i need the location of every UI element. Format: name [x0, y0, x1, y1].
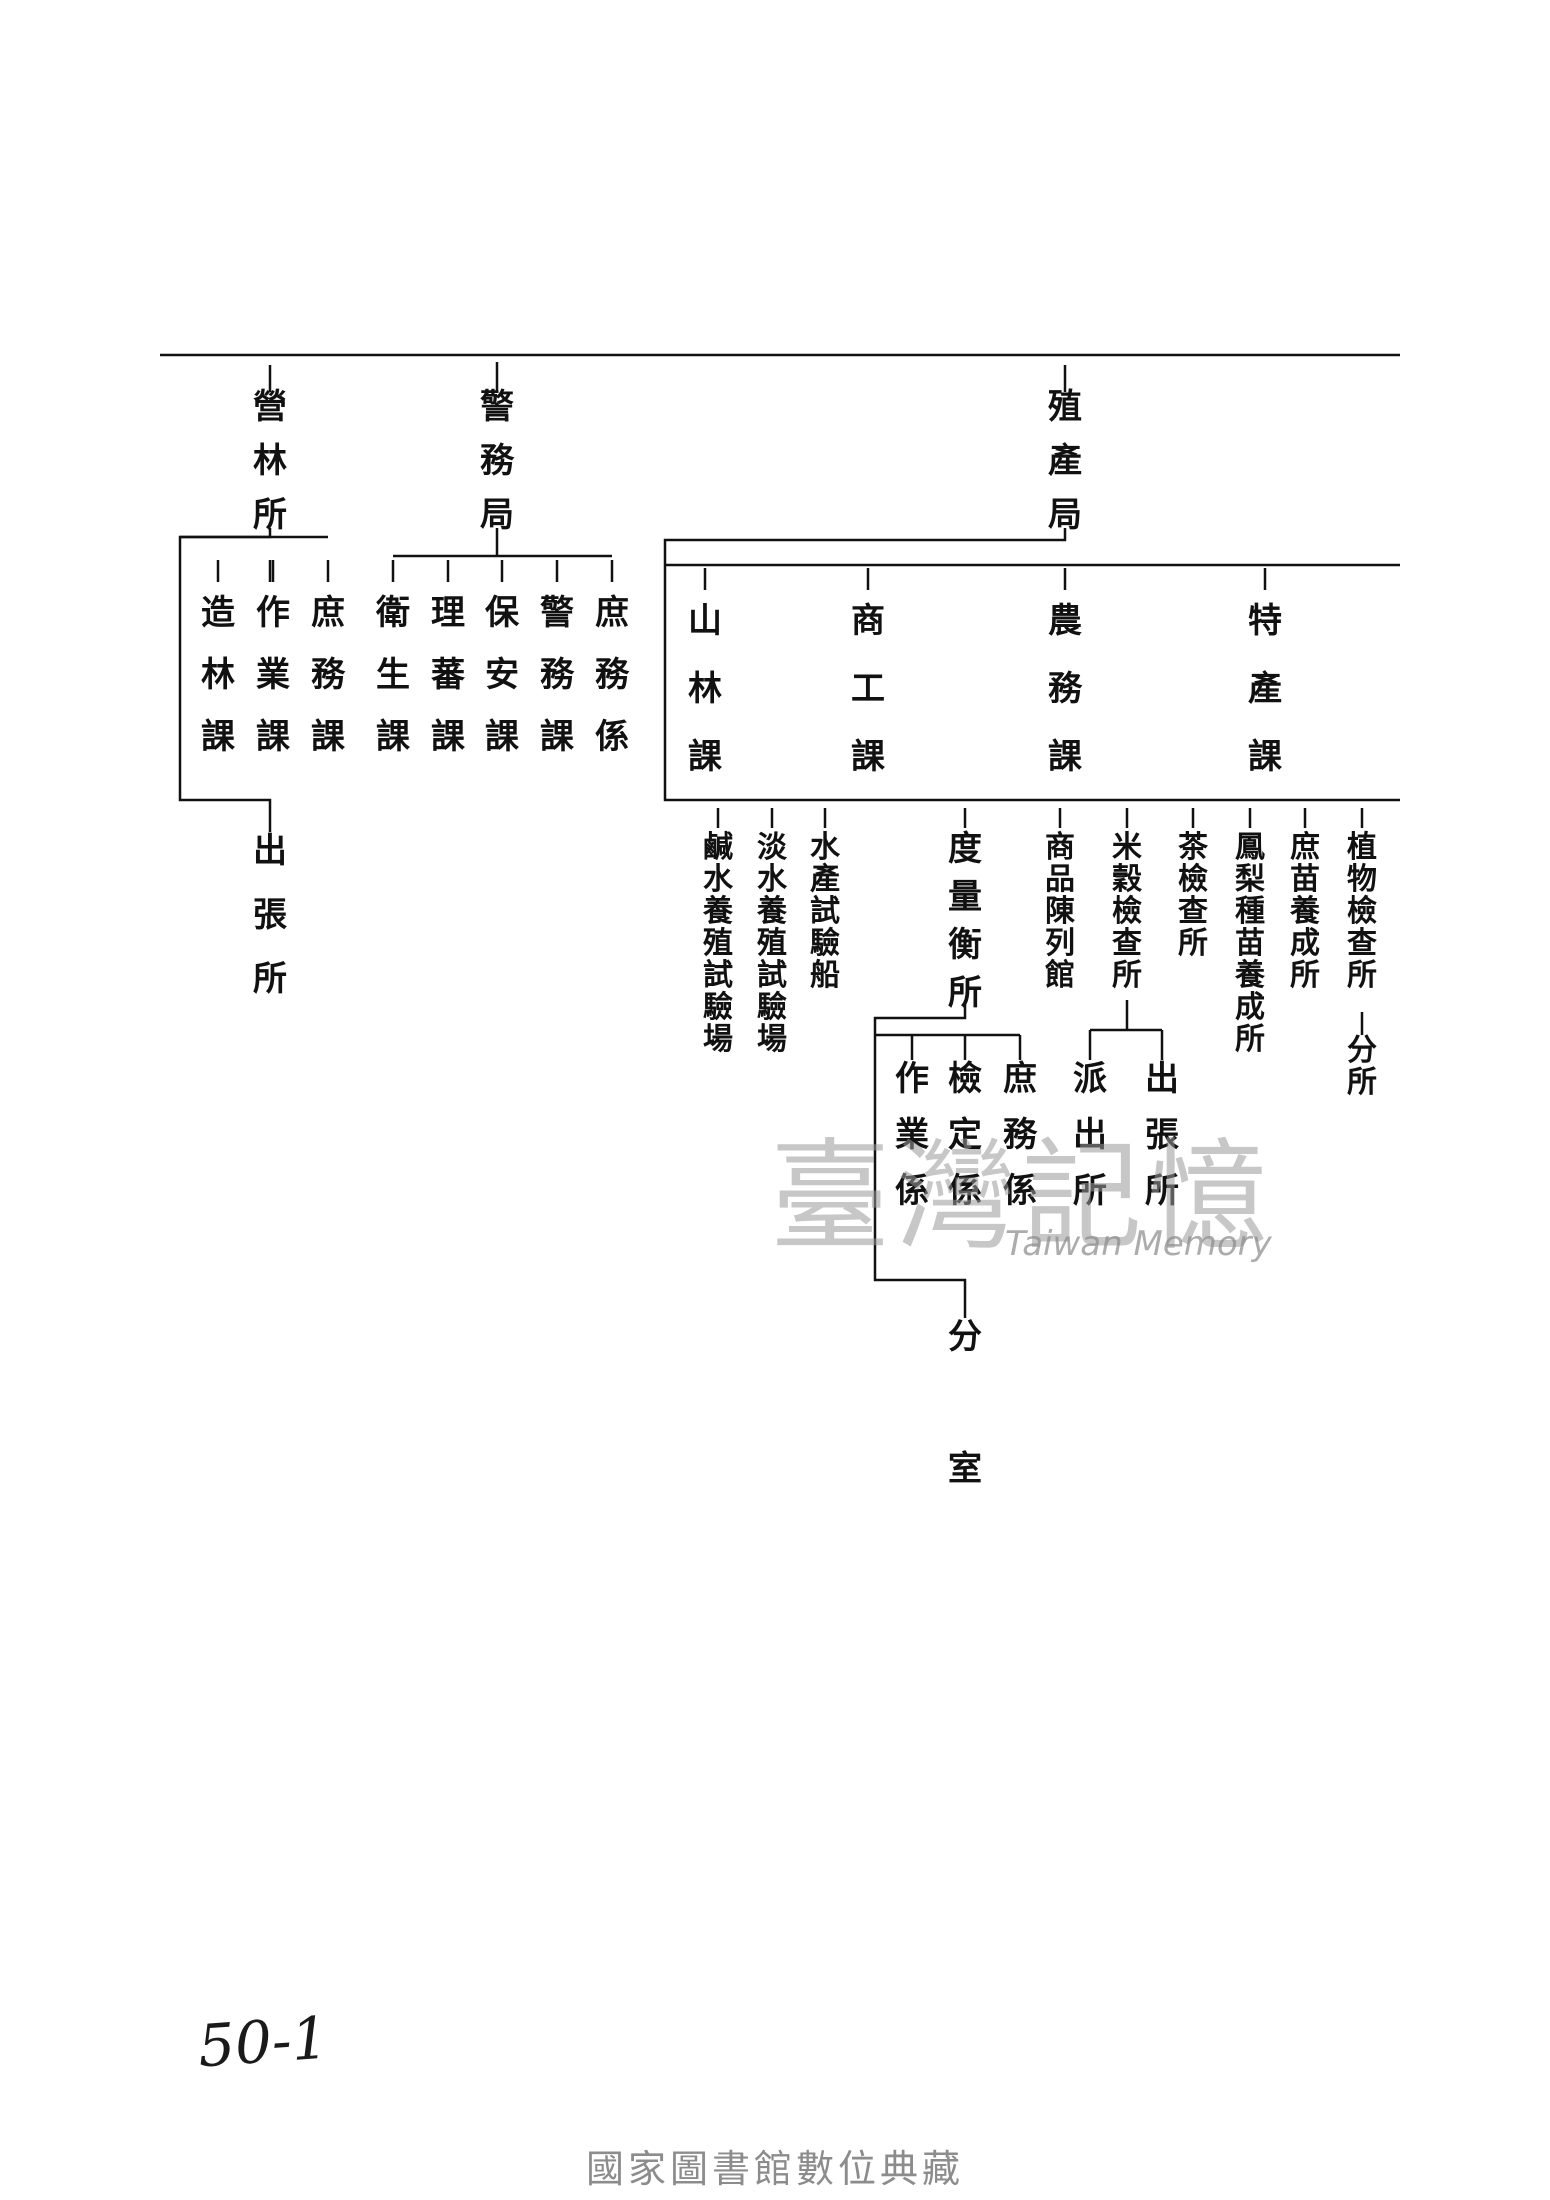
keimukyoku-child-2: 保安課: [485, 593, 520, 757]
doryoko-unit-0: 庶務係: [1003, 1059, 1038, 1211]
doryoko-unit-1: 檢定係: [948, 1059, 982, 1211]
footer-collection-credit: 國家圖書館數位典藏: [585, 2147, 964, 2191]
noumu-unit-1: 商品陳列館: [1045, 830, 1075, 993]
beikoku-unit-1: 派出所: [1073, 1059, 1107, 1211]
org-chart-lines: [160, 353, 1400, 1318]
division-2: 商工課: [851, 601, 885, 777]
eiringsho-label: 營林所: [253, 387, 287, 535]
sanrin-unit-0: 水產試驗船: [810, 830, 841, 993]
tokusan-unit-2: 鳳梨種苗養成所: [1234, 830, 1265, 1057]
beikoku-unit-0: 出張所: [1145, 1059, 1179, 1211]
sanrin-unit-2: 鹹水養殖試驗場: [702, 830, 734, 1057]
doryoko-bracket: [873, 1003, 967, 1290]
sanrin-unit-1: 淡水養殖試驗場: [756, 830, 788, 1057]
doryoko-sub-label: 分室: [948, 1317, 982, 1489]
division-3: 山林課: [688, 601, 722, 777]
shokusankyoku-label: 殖產局: [1048, 387, 1082, 535]
page-mark: 50-1: [195, 2003, 331, 2081]
watermark-main: 臺灣記憶: [770, 1128, 1274, 1267]
eiringsho-child-1: 作業課: [256, 593, 290, 757]
noumu-unit-0: 米穀檢查所: [1112, 830, 1143, 993]
eiringsho-sub-label: 出張所: [253, 831, 287, 999]
keimukyoku-label: 警務局: [480, 387, 515, 535]
eiringsho-child-2: 造林課: [201, 593, 235, 757]
tokusan-unit-1: 庶苗養成所: [1289, 830, 1320, 993]
shokusankyoku-bracket: [663, 528, 1400, 802]
tokusan-unit-3: 茶檢查所: [1178, 830, 1209, 961]
watermark-sub: Taiwan Memory: [1005, 1224, 1273, 1264]
shoko-unit-0: 度量衡所: [948, 829, 982, 1013]
eiringsho-bracket: [178, 528, 272, 812]
doryoko-unit-2: 作業係: [895, 1059, 929, 1211]
keimukyoku-child-4: 衛生課: [375, 593, 410, 757]
keimukyoku-child-0: 庶務係: [595, 593, 630, 757]
eiringsho-child-0: 庶務課: [311, 593, 346, 757]
org-chart-labels: 營林所庶務課作業課造林課出張所警務局庶務係警務課保安課理蕃課衛生課殖產局特產課農…: [201, 387, 1377, 1489]
tokusan-unit-0: 植物檢查所: [1347, 830, 1377, 993]
division-0: 特產課: [1248, 601, 1282, 777]
keimukyoku-child-1: 警務課: [540, 593, 575, 757]
keimukyoku-child-3: 理蕃課: [431, 593, 465, 757]
plant-branch-label: 分所: [1347, 1033, 1377, 1100]
division-1: 農務課: [1048, 601, 1083, 777]
